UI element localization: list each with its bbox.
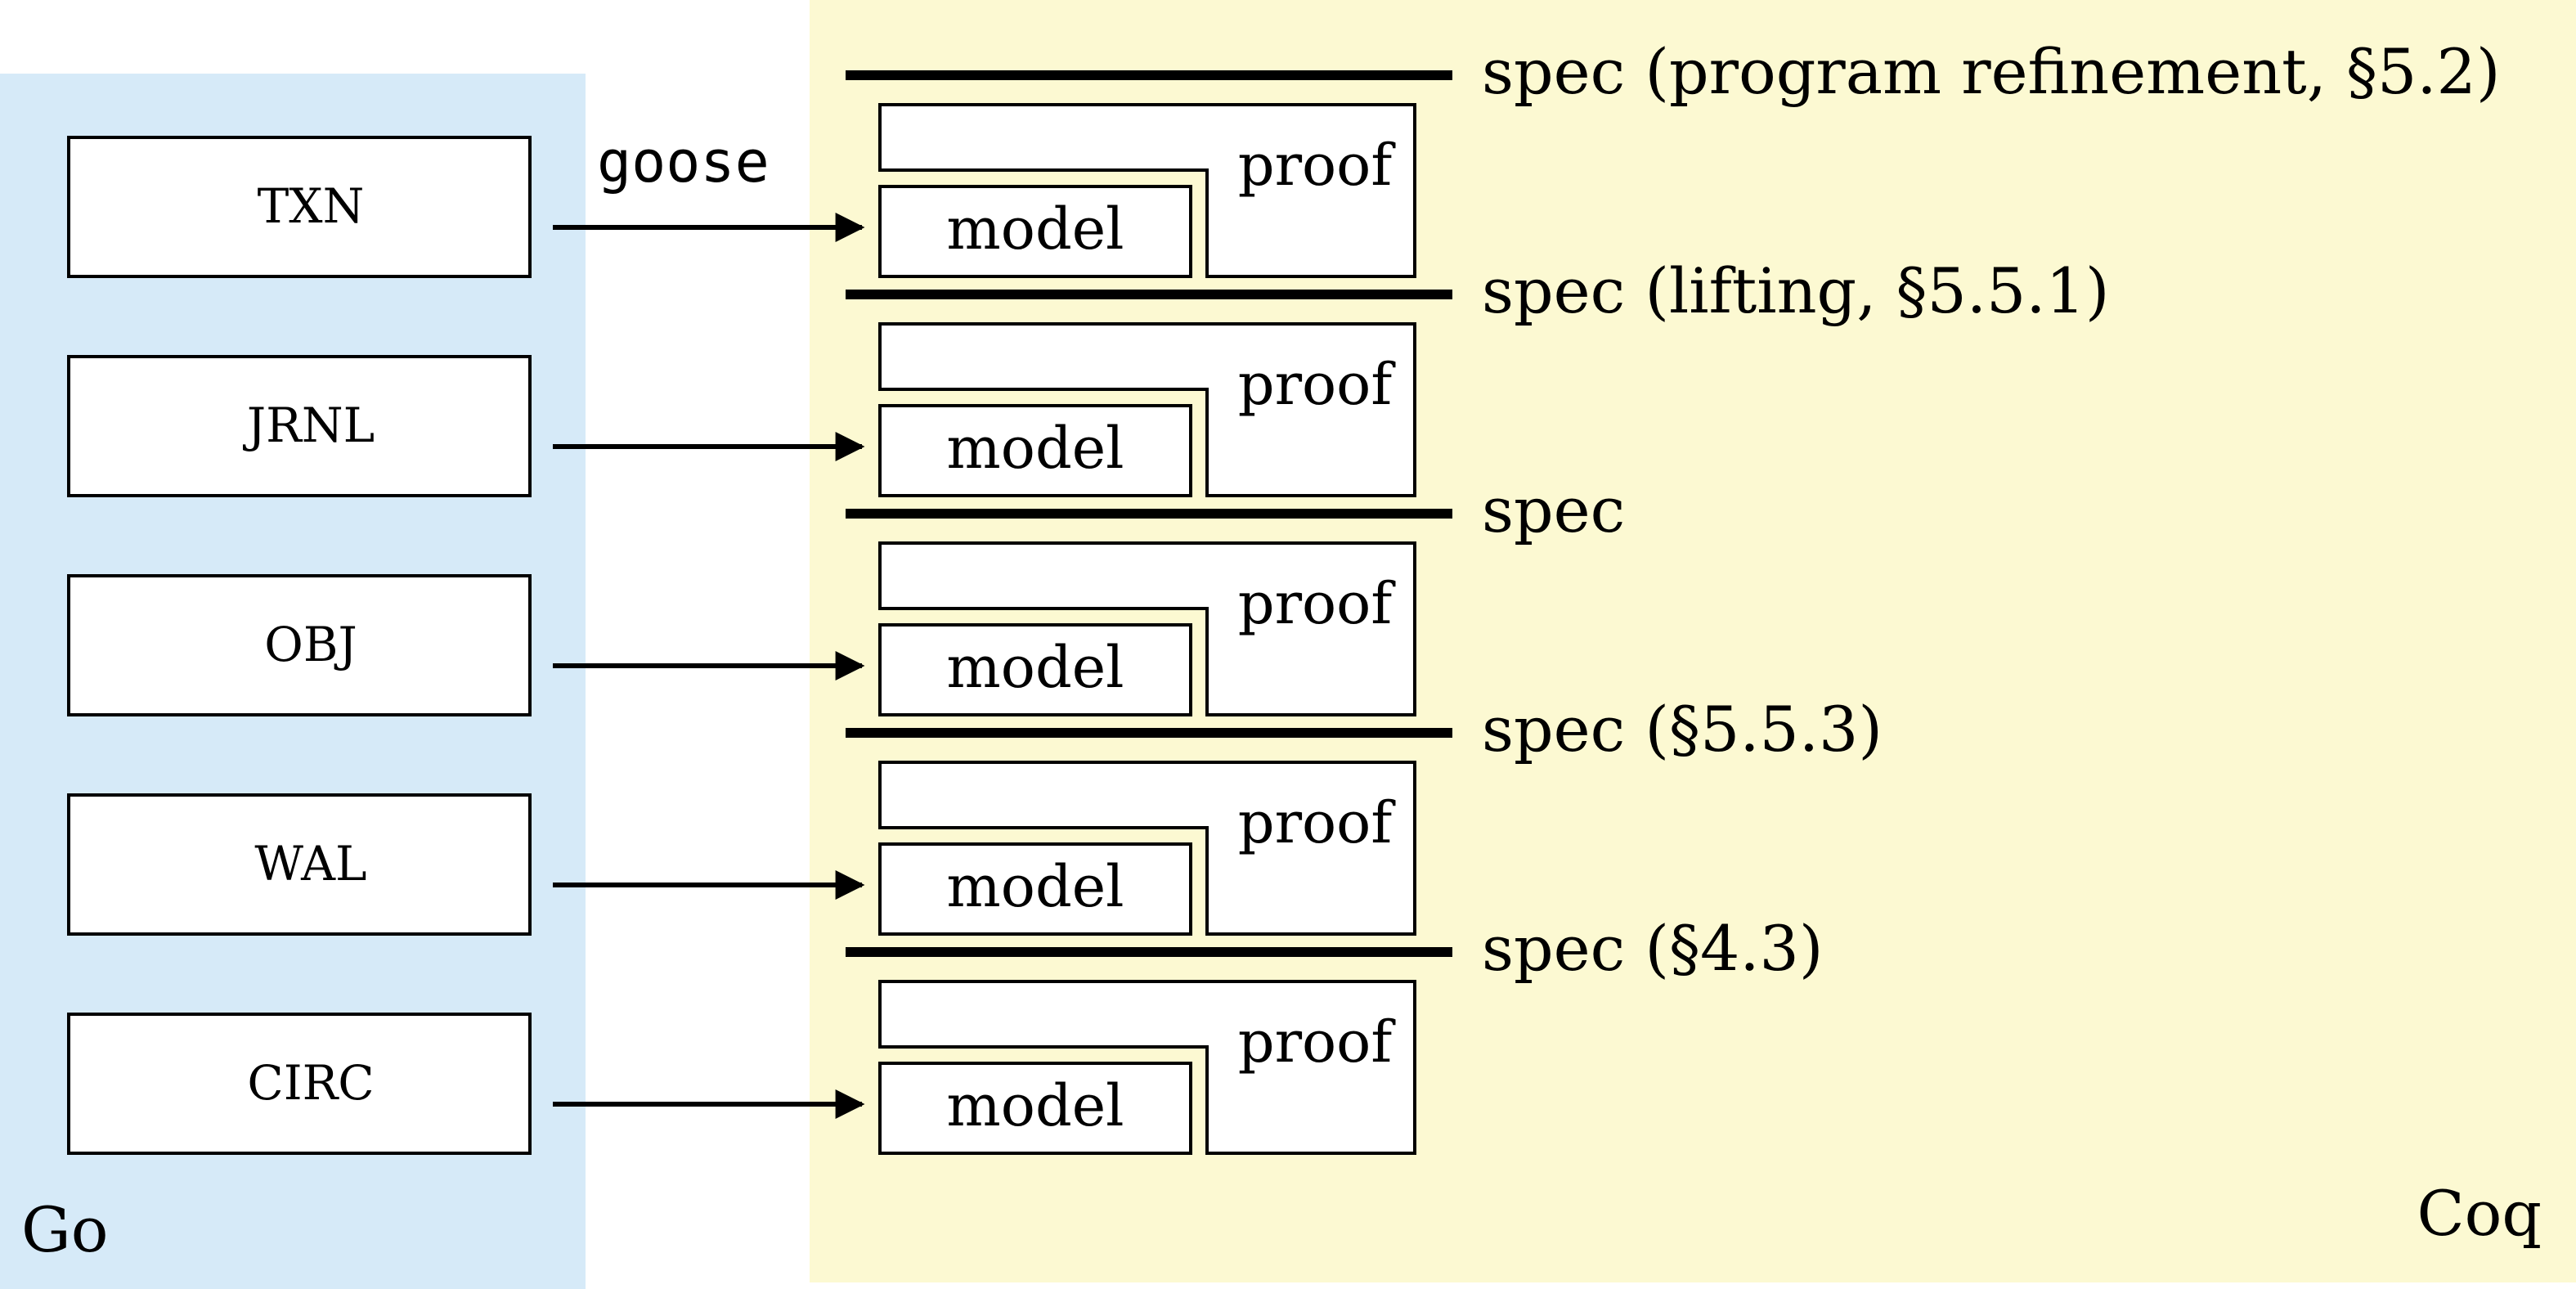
spec-label: spec (program refinement, §5.2) [1482, 35, 2501, 108]
coq-label: Coq [2417, 1177, 2542, 1250]
goose-label: goose [597, 128, 770, 195]
model-label: model [946, 853, 1124, 920]
spec-label: spec (§4.3) [1482, 912, 1824, 985]
spec-label: spec (§5.5.3) [1482, 693, 1883, 766]
model-label: model [946, 1072, 1124, 1139]
go-label: Go [21, 1193, 108, 1266]
model-label: model [946, 634, 1124, 701]
model-box [878, 185, 1192, 278]
proof-label: proof [1238, 789, 1397, 856]
proof-box [878, 103, 1416, 278]
package-box [67, 136, 532, 278]
proof-label: proof [1238, 1008, 1397, 1076]
model-label: model [946, 415, 1124, 482]
layer-row: spec (lifting, §5.5.1) proof model JRNL [67, 254, 2110, 497]
package-box [67, 793, 532, 936]
package-label: WAL [254, 836, 366, 892]
layer-row: spec (program refinement, §5.2) proof mode… [67, 35, 2501, 278]
package-label: CIRC [247, 1055, 374, 1111]
package-box [67, 1013, 532, 1155]
package-box [67, 574, 532, 716]
model-box [878, 842, 1192, 936]
package-label: JRNL [243, 397, 375, 453]
spec-label: spec [1482, 474, 1625, 546]
proof-label: proof [1238, 132, 1397, 199]
model-box [878, 404, 1192, 497]
layer-row: spec proof model OBJ [67, 474, 1625, 716]
proof-box [878, 541, 1416, 716]
model-label: model [946, 195, 1124, 263]
model-box [878, 623, 1192, 716]
model-box [878, 1062, 1192, 1155]
spec-label: spec (lifting, §5.5.1) [1482, 254, 2110, 327]
proof-label: proof [1238, 570, 1397, 637]
proof-box [878, 980, 1416, 1155]
proof-box [878, 761, 1416, 936]
proof-label: proof [1238, 351, 1397, 418]
package-label: OBJ [264, 617, 357, 672]
layer-row: spec (§4.3) proof model CIRC [67, 912, 1824, 1155]
package-label: TXN [258, 178, 365, 234]
package-box [67, 355, 532, 497]
layers: spec (program refinement, §5.2) proof mode… [67, 35, 2501, 1155]
layer-row: spec (§5.5.3) proof model WAL [67, 693, 1883, 936]
proof-box [878, 322, 1416, 497]
